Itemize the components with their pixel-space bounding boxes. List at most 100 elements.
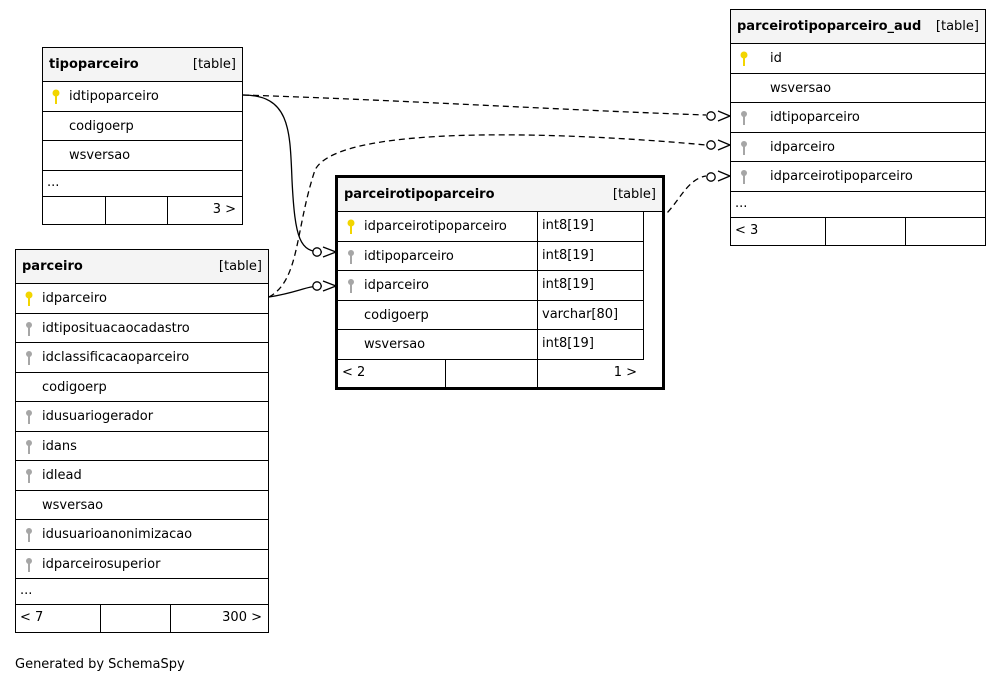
column-type: int8[19] bbox=[537, 212, 643, 241]
table-header: parceirotipoparceiro [table] bbox=[338, 178, 662, 212]
column-name: id bbox=[770, 51, 782, 66]
table-name[interactable]: parceirotipoparceiro_aud bbox=[737, 19, 922, 34]
table-header: parceiro [table] bbox=[16, 250, 268, 284]
column-name: idtiposituacaocadastro bbox=[42, 320, 190, 336]
column-type: int8[19] bbox=[537, 330, 643, 359]
column-name: idtipoparceiro bbox=[770, 110, 860, 125]
column-name: idtipoparceiro bbox=[364, 248, 454, 264]
column-row[interactable]: wsversao int8[19] bbox=[338, 330, 643, 360]
parents-count[interactable]: < 7 bbox=[20, 610, 44, 625]
column-row[interactable]: wsversao bbox=[16, 491, 268, 520]
parents-count[interactable]: < 2 bbox=[342, 364, 366, 380]
table-name[interactable]: tipoparceiro bbox=[49, 57, 139, 72]
foreign-key-icon bbox=[26, 351, 32, 365]
column-type: varchar[80] bbox=[537, 300, 643, 329]
table-parceirotipoparceiro[interactable]: parceirotipoparceiro [table] idparceirot… bbox=[335, 175, 665, 390]
foreign-key-icon bbox=[741, 170, 747, 184]
rows-count bbox=[105, 196, 167, 224]
rows-count bbox=[445, 359, 537, 387]
column-row[interactable]: codigoerp bbox=[43, 112, 242, 141]
column-name: codigoerp bbox=[364, 307, 429, 323]
parents-count[interactable] bbox=[43, 197, 105, 224]
column-row[interactable]: idparceiro bbox=[16, 284, 268, 314]
more-columns-row[interactable]: ... bbox=[731, 192, 985, 218]
optional-marker bbox=[312, 247, 322, 257]
table-header: parceirotipoparceiro_aud [table] bbox=[731, 10, 985, 44]
optional-marker bbox=[312, 281, 322, 291]
column-type: int8[19] bbox=[537, 241, 643, 270]
column-row[interactable]: idparceirotipoparceiro int8[19] bbox=[338, 212, 643, 242]
column-row[interactable]: codigoerp varchar[80] bbox=[338, 300, 643, 330]
column-name: idparceirotipoparceiro bbox=[770, 169, 913, 184]
column-type: int8[19] bbox=[537, 271, 643, 300]
column-row[interactable]: idans bbox=[16, 432, 268, 461]
column-name: idusuariogerador bbox=[42, 409, 154, 424]
table-footer: < 7 300 > bbox=[16, 605, 268, 632]
foreign-key-icon bbox=[348, 249, 354, 264]
foreign-key-icon bbox=[26, 321, 32, 336]
column-row[interactable]: idlead bbox=[16, 461, 268, 491]
relation-line-ptp-aud bbox=[641, 175, 707, 228]
table-name[interactable]: parceirotipoparceiro bbox=[344, 187, 495, 202]
generated-by-label: Generated by SchemaSpy bbox=[15, 657, 185, 672]
table-kind: [table] bbox=[192, 57, 236, 72]
column-row[interactable]: idparceirotipoparceiro bbox=[731, 162, 985, 192]
children-count[interactable]: 300 > bbox=[170, 605, 268, 632]
column-name: idclassificacaoparceiro bbox=[42, 350, 190, 365]
table-tipoparceiro[interactable]: tipoparceiro [table] idtipoparceiro codi… bbox=[42, 47, 243, 225]
more-columns-row[interactable]: ... bbox=[16, 579, 268, 605]
foreign-key-icon bbox=[26, 557, 32, 572]
column-row[interactable]: idparceiro int8[19] bbox=[338, 271, 643, 301]
column-name: idparceirotipoparceiro bbox=[364, 219, 507, 234]
more-columns-indicator: ... bbox=[735, 195, 748, 211]
column-row[interactable]: idusuarioanonimizacao bbox=[16, 520, 268, 550]
column-name: idlead bbox=[42, 468, 82, 483]
primary-key-icon bbox=[347, 219, 355, 234]
more-columns-indicator: ... bbox=[47, 174, 60, 190]
column-row[interactable]: codigoerp bbox=[16, 373, 268, 402]
foreign-key-icon bbox=[348, 279, 354, 293]
foreign-key-icon bbox=[741, 140, 747, 155]
more-columns-row[interactable]: ... bbox=[43, 171, 242, 197]
parents-count[interactable]: < 3 bbox=[735, 222, 759, 238]
column-row[interactable]: idusuariogerador bbox=[16, 402, 268, 432]
table-parceiro[interactable]: parceiro [table] idparceiro idtiposituac… bbox=[15, 249, 269, 633]
foreign-key-icon bbox=[26, 439, 32, 454]
column-row[interactable]: idtipoparceiro bbox=[731, 103, 985, 133]
column-row[interactable]: wsversao bbox=[731, 74, 985, 103]
optional-marker bbox=[706, 140, 716, 150]
column-name: wsversao bbox=[69, 148, 131, 163]
table-kind: [table] bbox=[612, 187, 656, 202]
column-row[interactable]: idparceiro bbox=[731, 133, 985, 162]
children-count[interactable] bbox=[905, 217, 985, 245]
column-name: wsversao bbox=[770, 80, 832, 96]
relation-line-tipoparceiro-aud bbox=[242, 94, 707, 116]
column-name: codigoerp bbox=[69, 118, 134, 134]
column-name: wsversao bbox=[364, 337, 426, 352]
column-row[interactable]: idparceirosuperior bbox=[16, 550, 268, 579]
relation-line-parceiro-aud bbox=[268, 134, 707, 298]
primary-key-icon bbox=[52, 89, 60, 104]
column-row[interactable]: idclassificacaoparceiro bbox=[16, 343, 268, 373]
column-name: idparceiro bbox=[770, 139, 835, 155]
table-header: tipoparceiro [table] bbox=[43, 48, 242, 82]
column-row[interactable]: id bbox=[731, 44, 985, 74]
scroll-track[interactable] bbox=[643, 212, 657, 360]
optional-marker bbox=[706, 172, 716, 182]
column-row[interactable]: idtipoparceiro bbox=[43, 82, 242, 112]
column-name: idans bbox=[42, 438, 77, 454]
foreign-key-icon bbox=[26, 410, 32, 424]
more-columns-indicator: ... bbox=[20, 583, 33, 598]
rows-count bbox=[825, 217, 905, 245]
relation-line-tipoparceiro-ptp bbox=[242, 94, 323, 253]
table-name[interactable]: parceiro bbox=[22, 259, 83, 274]
children-count[interactable]: 1 > bbox=[537, 359, 643, 387]
column-row[interactable]: idtiposituacaocadastro bbox=[16, 314, 268, 343]
table-parceirotipoparceiro-aud[interactable]: parceirotipoparceiro_aud [table] id wsve… bbox=[730, 9, 986, 246]
column-row[interactable]: idtipoparceiro int8[19] bbox=[338, 241, 643, 271]
table-kind: [table] bbox=[935, 19, 979, 34]
table-footer: < 2 1 > bbox=[338, 359, 643, 387]
children-count[interactable]: 3 > bbox=[167, 196, 242, 224]
column-row[interactable]: wsversao bbox=[43, 141, 242, 171]
